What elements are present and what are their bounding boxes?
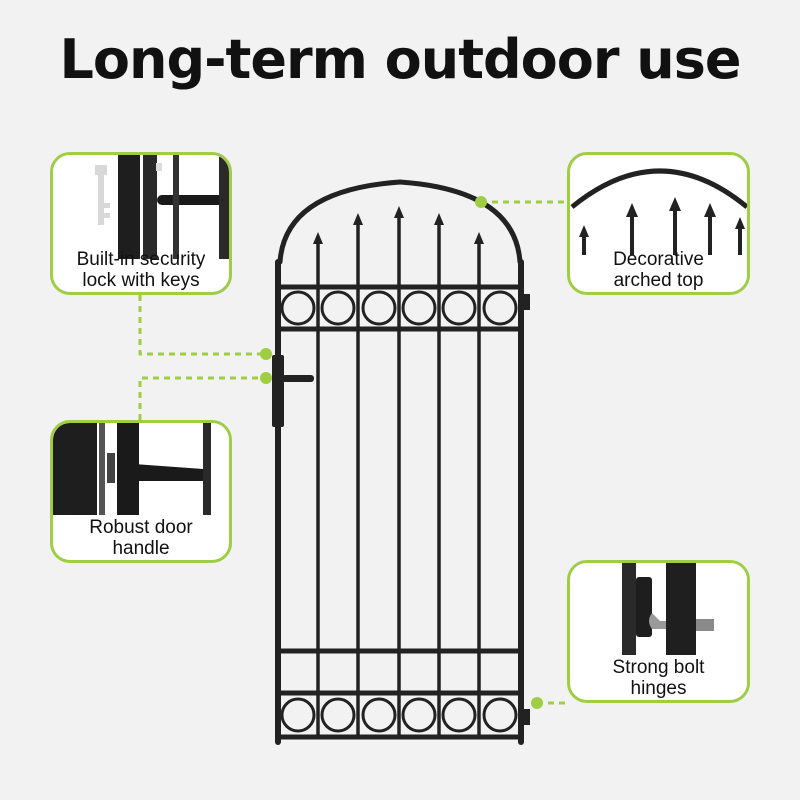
handle-caption-line1: Robust door [89, 517, 193, 538]
lock-box [272, 355, 284, 427]
hinge-detail-photo [570, 563, 747, 655]
hinge-caption-line2: hinges [630, 678, 687, 699]
hinge-caption-line1: Strong bolt [612, 657, 705, 678]
arched-top-detail-photo [570, 168, 747, 255]
callout-card-bolt-hinges: Strong bolt hinges [567, 560, 750, 703]
callout-card-security-lock: Built-in security lock with keys [50, 152, 232, 295]
gate-arch [277, 179, 523, 265]
callout-card-door-handle: Robust door handle [50, 420, 232, 563]
lock-detail-photo [53, 155, 229, 259]
lock-caption-line2: lock with keys [82, 270, 200, 291]
handle-detail-photo [53, 423, 229, 515]
key-lock-icon [95, 165, 110, 225]
callout-card-arched-top: Decorative arched top [567, 152, 750, 295]
top-caption-line1: Decorative [613, 249, 704, 270]
top-caption-line2: arched top [613, 270, 704, 291]
gate-handle [282, 375, 314, 382]
page-title: Long-term outdoor use [59, 28, 742, 91]
handle-caption-line2: handle [112, 538, 170, 559]
lock-caption-line1: Built-in security [76, 249, 206, 270]
